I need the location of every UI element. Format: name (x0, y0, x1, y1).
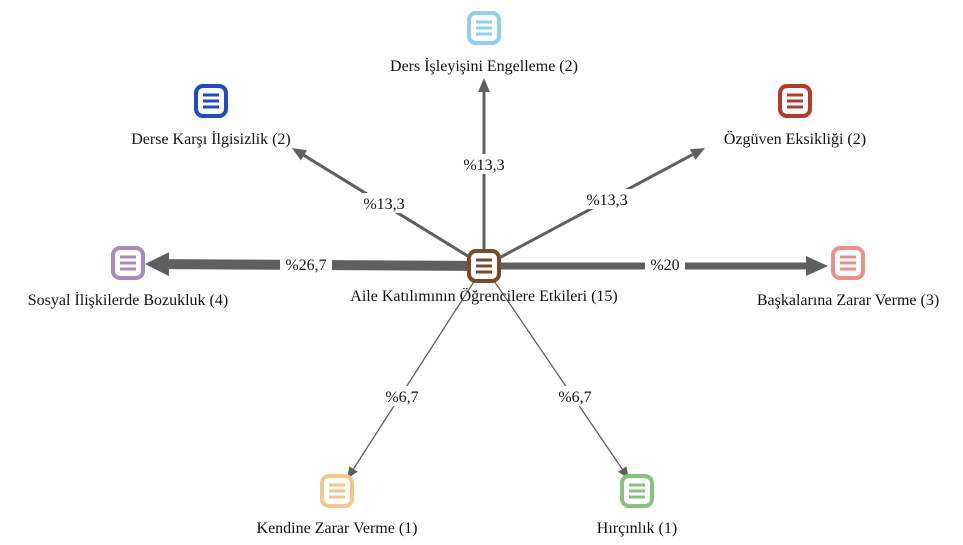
edge-percentage-label: %13,3 (363, 196, 404, 213)
edge-percentage-label: %13,3 (586, 192, 627, 209)
document-icon-line (476, 20, 492, 24)
edge-percentage-label: %6,7 (385, 389, 418, 406)
arrow-head (478, 78, 490, 92)
edge-kendine-zarar-verme: %6,7 (347, 265, 485, 479)
node-kendine-zarar-verme[interactable]: Kendine Zarar Verme (1) (257, 474, 418, 537)
document-icon-line (203, 93, 219, 97)
code-document-icon[interactable] (831, 246, 865, 280)
document-icon-line (329, 495, 345, 499)
center-node-label: Aile Katılımının Öğrencilere Etkileri (1… (350, 287, 617, 305)
document-icon-line (476, 264, 492, 268)
code-document-icon[interactable] (778, 84, 812, 118)
document-icon-line (787, 99, 803, 103)
node-derse-karsi-ilgisizlik[interactable]: Derse Karşı İlgisizlik (2) (131, 84, 291, 148)
document-icon-line (203, 99, 219, 103)
node-label: Başkalarına Zarar Verme (3) (757, 292, 939, 309)
node-label: Kendine Zarar Verme (1) (257, 520, 418, 537)
edge-label-background (555, 386, 595, 406)
node-label: Hırçınlık (1) (597, 520, 677, 537)
edge-percentage-label: %6,7 (558, 389, 591, 406)
edge-line (483, 153, 694, 268)
code-document-icon[interactable] (111, 246, 145, 280)
node-baskalarina-zarar-verme[interactable]: Başkalarına Zarar Verme (3) (757, 246, 939, 309)
document-icon-line (476, 270, 492, 274)
arrow-head (292, 148, 308, 161)
edge-sosyal-iliskilerde-bozukluk: %26,7 (145, 252, 485, 277)
document-icon-line (787, 105, 803, 109)
document-icon-line (476, 26, 492, 30)
node-label: Özgüven Eksikliği (2) (724, 130, 866, 148)
document-icon-line (629, 483, 645, 487)
node-label: Sosyal İlişkilerde Bozukluk (4) (28, 291, 228, 309)
edge-ders-isleyisini-engelleme: %13,3 (460, 78, 508, 266)
node-ders-isleyisini-engelleme[interactable]: Ders İşleyişini Engelleme (2) (390, 11, 578, 75)
document-icon-line (476, 32, 492, 36)
document-icon-line (329, 489, 345, 493)
edges-layer: %13,3 %13,3 %13,3 %26,7 %20 %6,7 %6,7 (145, 78, 828, 479)
edge-percentage-label: %26,7 (285, 257, 326, 274)
document-icon-line (120, 267, 136, 271)
document-icon-line (203, 105, 219, 109)
document-icon-line (787, 93, 803, 97)
document-icon-line (840, 255, 856, 259)
edge-percentage-label: %13,3 (463, 157, 504, 174)
document-icon-line (120, 255, 136, 259)
edge-label-background (460, 154, 508, 174)
document-icon-line (840, 261, 856, 265)
document-icon-line (476, 258, 492, 262)
document-icon-line (840, 267, 856, 271)
document-icon-line (629, 495, 645, 499)
nodes-layer: Aile Katılımının Öğrencilere Etkileri (1… (28, 11, 939, 537)
center-node[interactable]: Aile Katılımının Öğrencilere Etkileri (1… (350, 249, 618, 305)
code-document-icon[interactable] (467, 11, 501, 45)
edge-line (483, 265, 623, 470)
edge-percentage-label: %20 (650, 257, 679, 274)
code-document-icon[interactable] (620, 474, 654, 508)
node-label: Ders İşleyişini Engelleme (2) (390, 57, 578, 75)
node-ozguven-eksikligi[interactable]: Özgüven Eksikliği (2) (724, 84, 866, 148)
edge-label-background (280, 254, 332, 274)
code-document-icon[interactable] (467, 249, 501, 283)
edge-label-background (583, 189, 631, 209)
edge-ozguven-eksikligi: %13,3 (483, 148, 705, 268)
document-icon-line (329, 483, 345, 487)
arrow-head (689, 148, 705, 160)
document-icon-line (120, 261, 136, 265)
code-document-icon[interactable] (194, 84, 228, 118)
node-hircinlik[interactable]: Hırçınlık (1) (597, 474, 677, 537)
edge-hircinlik: %6,7 (483, 265, 629, 479)
edge-label-background (382, 386, 422, 406)
edge-baskalarina-zarar-verme: %20 (484, 254, 828, 276)
arrow-head (145, 252, 170, 277)
edge-derse-karsi-ilgisizlik: %13,3 (292, 148, 485, 268)
edge-label-background (645, 254, 685, 274)
arrow-head (806, 256, 828, 276)
edge-line (352, 265, 485, 470)
node-label: Derse Karşı İlgisizlik (2) (131, 130, 291, 148)
document-icon-line (629, 489, 645, 493)
code-document-icon[interactable] (320, 474, 354, 508)
node-sosyal-iliskilerde-bozukluk[interactable]: Sosyal İlişkilerde Bozukluk (4) (28, 246, 228, 309)
edge-label-background (360, 193, 408, 213)
